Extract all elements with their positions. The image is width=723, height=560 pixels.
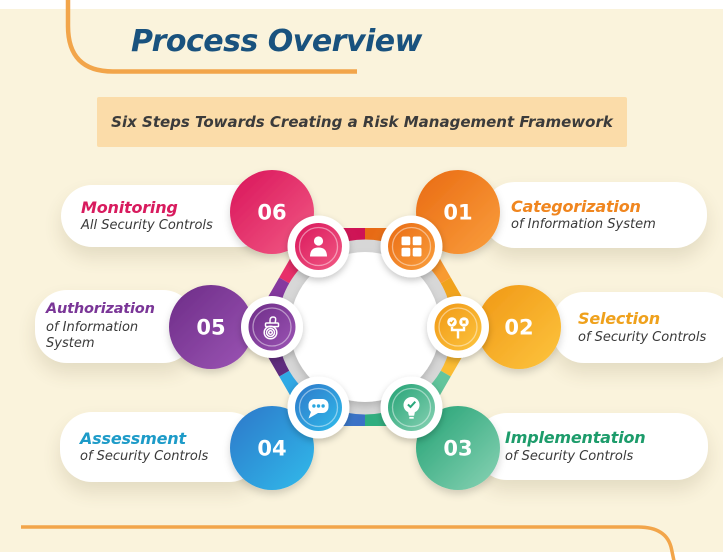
step-card-selection: Selection of Security Controls — [552, 292, 723, 363]
ring-segment-assessment — [279, 357, 365, 426]
step-number-02: 02 — [504, 316, 533, 340]
connector-01 — [402, 205, 460, 259]
icon-badges — [241, 215, 489, 439]
lightbulb-check-icon — [403, 397, 420, 419]
step-subtitle-categorization: of Information System — [511, 217, 656, 233]
assessment-icon-badge — [287, 376, 350, 439]
step-number-01: 01 — [443, 201, 472, 225]
step-title-authorization: Authorization — [46, 301, 155, 318]
step-card-categorization: Categorization of Information System — [483, 182, 707, 248]
selection-icon-badge — [427, 296, 489, 358]
choice-check-x-icon — [447, 317, 469, 339]
step-subtitle-implementation: of Security Controls — [505, 448, 634, 464]
ring-segment-monitoring — [279, 228, 365, 297]
ring-segment-authorization — [253, 277, 312, 377]
step-number-03: 03 — [443, 437, 472, 461]
bottom-white-strip — [0, 552, 723, 560]
step-card-monitoring: Monitoring All Security Controls — [61, 185, 271, 247]
step-subtitle-assessment: of Security Controls — [80, 449, 209, 465]
step-subtitle-selection: of Security Controls — [578, 329, 707, 345]
page-title: Process Overview — [131, 24, 422, 59]
step-subtitle-authorization: of Information System — [46, 319, 139, 351]
step-card-assessment: Assessment of Security Controls — [60, 412, 261, 482]
step-card-implementation: Implementation of Security Controls — [475, 413, 708, 480]
subtitle-banner-text: Six Steps Towards Creating a Risk Manage… — [111, 113, 613, 131]
step-card-authorization: Authorization of Information System — [35, 290, 195, 363]
step-title-categorization: Categorization — [511, 196, 641, 216]
categorization-icon-badge — [380, 215, 443, 278]
step-title-implementation: Implementation — [505, 428, 646, 448]
connector-06 — [270, 205, 328, 259]
stamp-icon — [263, 316, 280, 340]
window-grid-icon — [401, 236, 422, 257]
connector-04 — [269, 396, 329, 454]
chat-bubble-icon — [308, 399, 329, 419]
implementation-icon-badge — [380, 376, 443, 439]
monitoring-icon-badge — [287, 215, 350, 278]
ring-segment-categorization — [365, 228, 451, 297]
step-title-selection: Selection — [578, 309, 660, 329]
step-connectors — [218, 205, 512, 454]
step-subtitle-monitoring: All Security Controls — [81, 218, 213, 234]
hexagon-ring — [253, 228, 477, 426]
top-white-strip — [0, 0, 723, 9]
step-number-04: 04 — [257, 437, 286, 461]
subtitle-banner: Six Steps Towards Creating a Risk Manage… — [97, 97, 627, 147]
center-circle — [290, 252, 440, 402]
ring-segment-implementation — [365, 357, 451, 426]
user-icon — [310, 236, 327, 257]
authorization-icon-badge — [241, 296, 303, 358]
ring-segment-selection — [418, 277, 477, 377]
silver-ring — [277, 239, 453, 415]
step-title-monitoring: Monitoring — [81, 197, 178, 217]
step-number-05: 05 — [196, 316, 225, 340]
number-badge-02: 02 — [477, 285, 561, 369]
connector-03 — [401, 396, 461, 454]
step-title-assessment: Assessment — [80, 428, 186, 448]
